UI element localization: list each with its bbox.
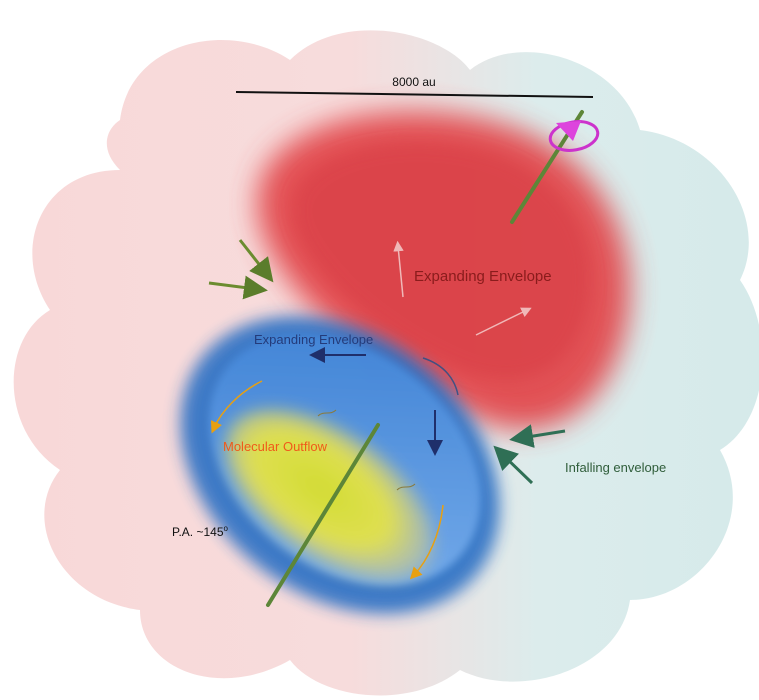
inner-ring: [422, 357, 459, 396]
position-angle-label: P.A. ~145o: [172, 524, 229, 539]
blue-lobe-label: Expanding Envelope: [254, 332, 373, 347]
molecular-outflow-region: [225, 409, 435, 581]
red-expansion-arrow-up: [393, 240, 404, 298]
infall-label: Infalling envelope: [565, 460, 666, 475]
rotation-icon: [548, 120, 600, 152]
outflow-arrow-upper: [210, 380, 263, 434]
red-lobe-label: Expanding Envelope: [414, 268, 552, 285]
red-expansion-arrow-right: [475, 307, 532, 336]
red-expanding-lobe: [257, 111, 630, 430]
scale-bar: [235, 91, 594, 98]
infall-arrow-right-1: [509, 424, 566, 448]
outflow-wiggle-1: [317, 409, 337, 417]
infall-arrow-left-2: [208, 275, 268, 300]
scale-bar-label: 8000 au: [392, 75, 435, 89]
position-angle-degree: o: [224, 524, 229, 533]
infall-arrow-left-1: [238, 239, 274, 283]
outflow-arrow-lower: [409, 504, 444, 580]
outflow-label: Molecular Outflow: [223, 439, 328, 454]
position-angle-value: P.A. ~145: [172, 525, 224, 539]
outflow-wiggle-2: [396, 483, 416, 491]
infall-arrow-right-2: [493, 445, 534, 485]
rotation-axis: [266, 423, 380, 607]
